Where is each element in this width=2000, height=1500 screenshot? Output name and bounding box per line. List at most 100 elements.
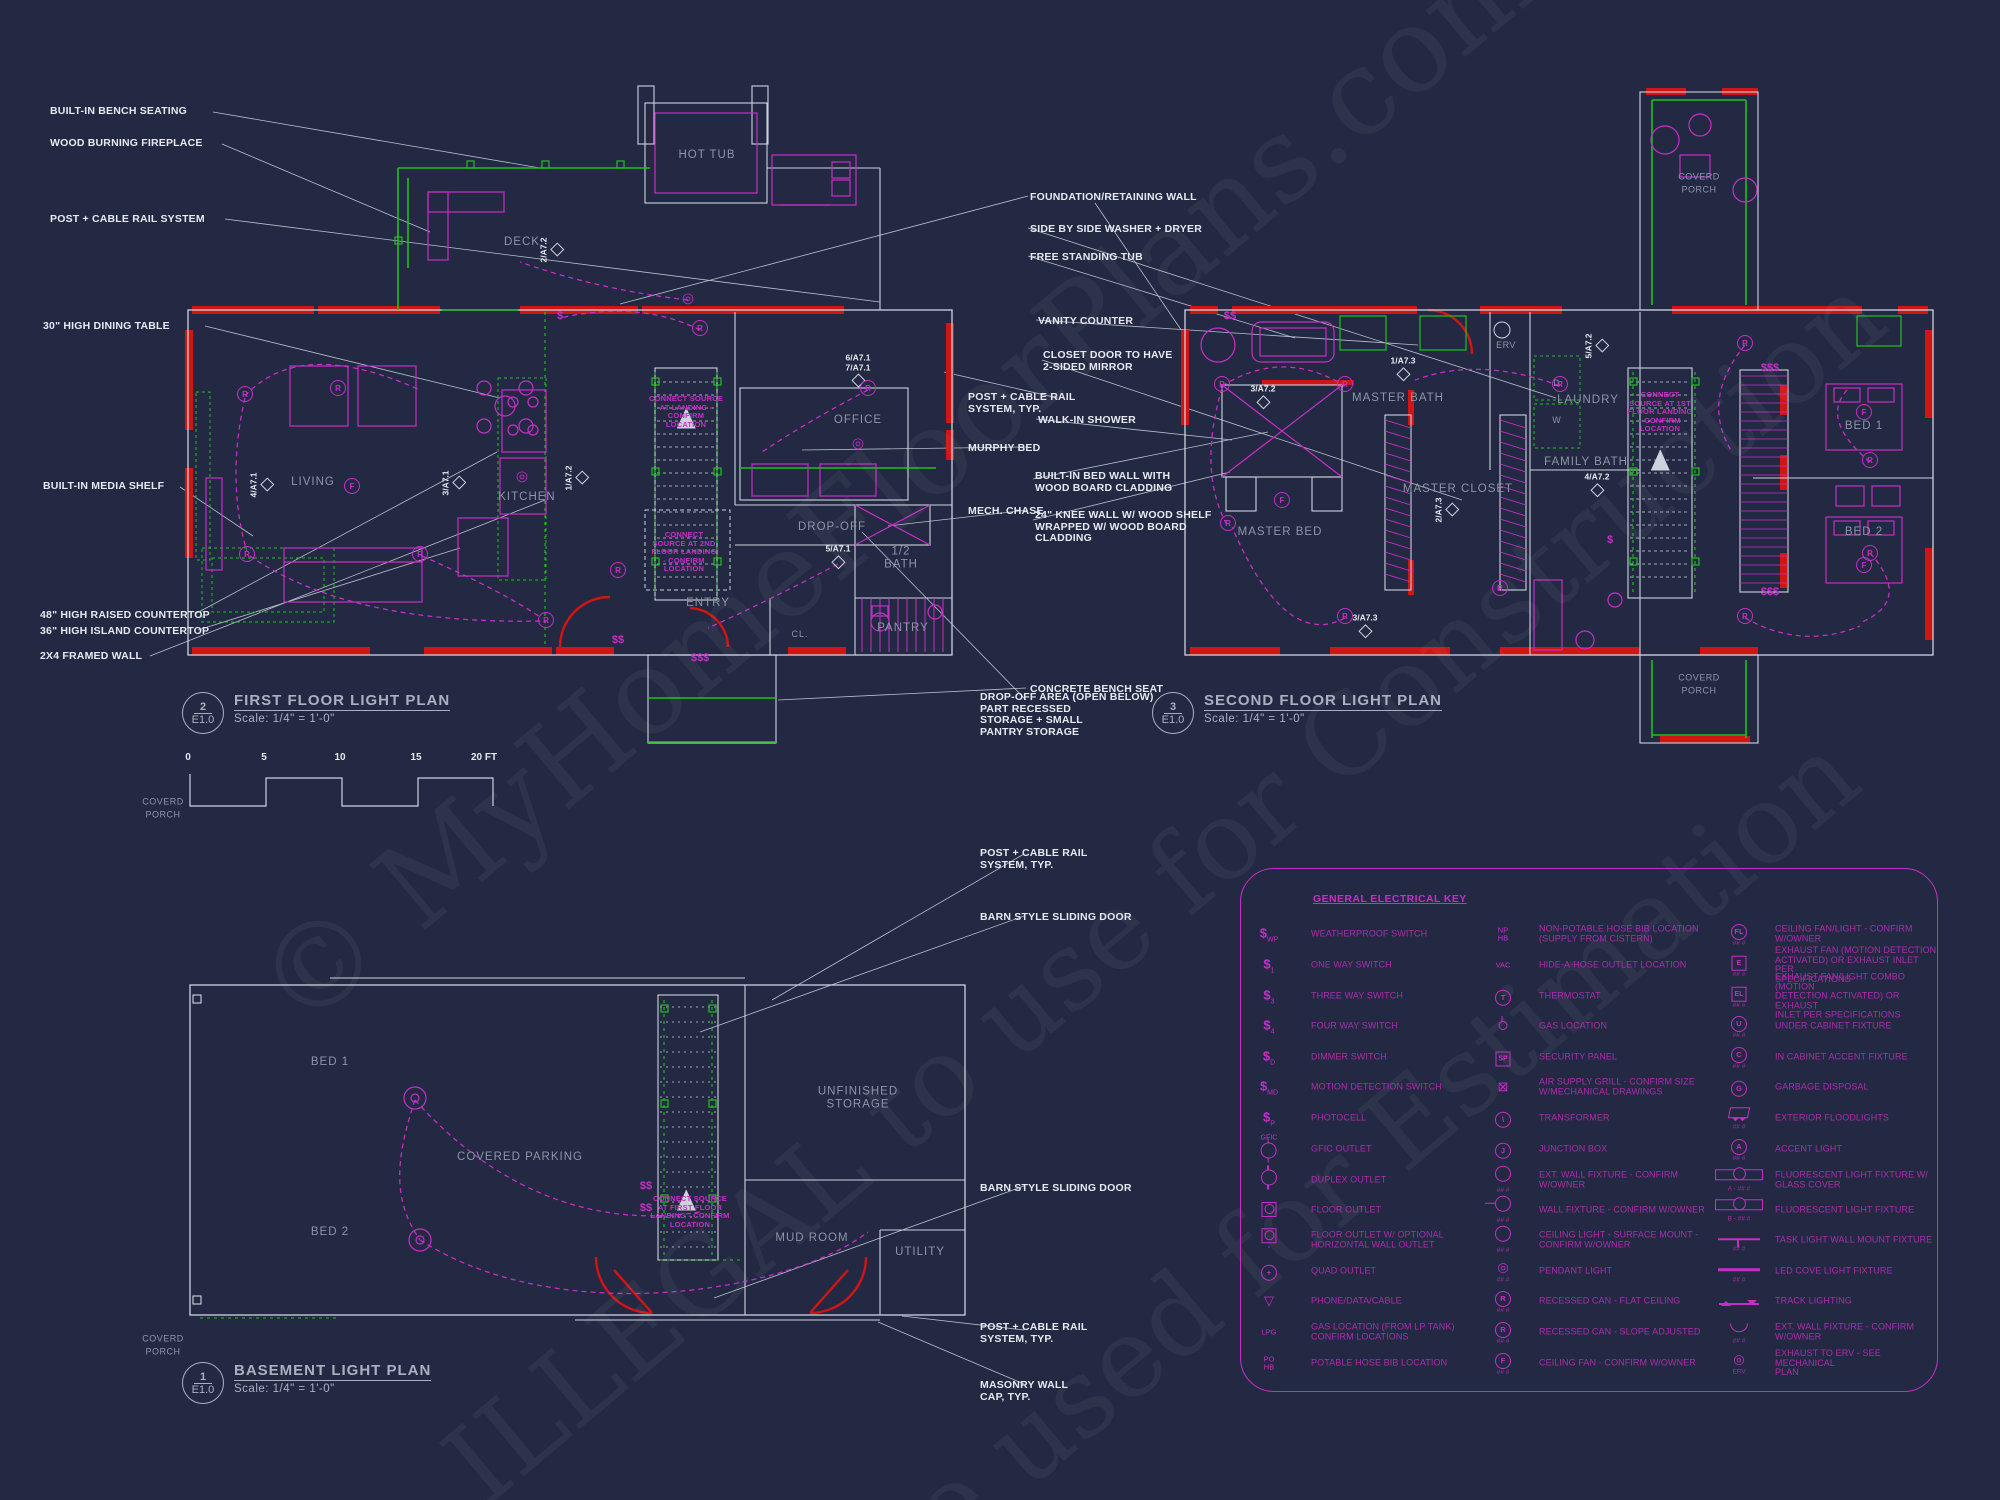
dollar-icon: $ [1259, 925, 1267, 941]
key-label-accent-light: ACCENT LIGHT [1775, 1143, 1843, 1154]
key-label-thermostat: THERMOSTAT [1539, 990, 1601, 1001]
door-swing-red [809, 1269, 849, 1314]
fixture-circle [408, 1228, 432, 1252]
key-symbol-circ-icon: F## # [1495, 1350, 1511, 1376]
square-icon: EL [1731, 986, 1747, 1002]
wiring-arc [419, 1231, 869, 1295]
wiring-arc [421, 555, 541, 618]
closet-hatch [1384, 551, 1412, 561]
circle-icon: J [1495, 1142, 1511, 1159]
door-swing-red [594, 1256, 653, 1315]
basement-plan-title: 1 E1.0 BASEMENT LIGHT PLAN Scale: 1/4" =… [182, 1362, 432, 1404]
closet-hatch [1384, 529, 1412, 539]
closet-hatch [1499, 496, 1527, 506]
furniture [1867, 520, 1895, 536]
gas-icon [1498, 1016, 1508, 1030]
closet-hatch [1499, 452, 1527, 462]
annotation-post-cable-rail: POST + CABLE RAIL SYSTEM, TYP. [980, 1321, 1088, 1345]
circle-icon: R [1495, 1321, 1511, 1338]
annotation-walk-in-shower: WALK-IN SHOWER [1038, 414, 1136, 426]
callout-text: 4/A7.1 [248, 472, 259, 498]
key-symbol-fl-icon: B - ## # [1715, 1197, 1763, 1223]
closet-hatch [1384, 419, 1412, 429]
closet-hatch [1384, 496, 1412, 506]
annotation-masonry-wall: MASONRY WALL CAP, TYP. [980, 1379, 1069, 1403]
viewport-number: 2 [193, 701, 213, 714]
stair-arrow [677, 1189, 696, 1211]
closet-hatch [1384, 573, 1412, 583]
callout-text: 4/A7.2 [1584, 471, 1610, 482]
key-symbol-circ-icon: C## # [1731, 1044, 1747, 1070]
callout-text: 2/A7.2 [538, 237, 549, 263]
lamp-circle [1733, 1197, 1746, 1211]
key-symbol-flood-icon: ## # [1727, 1105, 1751, 1131]
outlet-icon [1260, 1138, 1277, 1163]
room-label-pantry: PANTRY [877, 621, 929, 634]
red-wall [1660, 736, 1750, 743]
callout-diamond-icon [451, 475, 466, 491]
dollar-icon: $ [1263, 987, 1271, 1003]
closet-hatch [1499, 441, 1527, 451]
dollar-icon: $ [1259, 1078, 1268, 1094]
furniture [501, 389, 547, 453]
key-label-recessed-can-flat-ceiling: RECESSED CAN - FLAT CEILING [1539, 1295, 1681, 1306]
red-wall [1262, 380, 1354, 385]
leader-line [877, 1321, 1025, 1385]
symbol-recessed-can: R [1214, 376, 1230, 392]
furniture [289, 365, 349, 427]
key-label-exhaust-fan-motion-detection: EXHAUST FAN (MOTION DETECTION ACTIVATED)… [1775, 945, 1937, 984]
symbol-text: VAC [1495, 960, 1511, 970]
annotation-wood-burning-fireplace: WOOD BURNING FIREPLACE [50, 137, 203, 149]
furniture [654, 112, 758, 194]
key-label-garbage-disposal: GARBAGE DISPOSAL [1775, 1081, 1869, 1092]
closet-hatch [1384, 474, 1412, 484]
key-symbol-outlet-icon: GFIC [1260, 1135, 1277, 1164]
callout-text: 3/A7.2 [1250, 383, 1276, 394]
key-symbol-circ-icon: G [1731, 1078, 1747, 1097]
circle-icon: A [1731, 1138, 1747, 1155]
green-casework [1533, 403, 1581, 449]
door-swing-red [1427, 308, 1474, 355]
room-label-mud-room: MUD ROOM [775, 1231, 849, 1244]
circle-icon [1495, 1225, 1511, 1242]
door-swing-red [689, 606, 730, 648]
leader-line [1035, 319, 1419, 346]
free-standing-tub [1251, 321, 1335, 363]
green-post [541, 160, 550, 169]
wiring-arc [707, 563, 839, 629]
symbol-ceiling-fan: F [1856, 404, 1872, 420]
white-structure [1639, 654, 1759, 744]
stair-connect-note: CONNECT SOURCE AT FIRST FLOOR LANDING - … [650, 1194, 730, 1229]
erv-circle [1493, 321, 1511, 339]
green-post [713, 557, 722, 566]
mount-height-note: ## # [1496, 1368, 1510, 1376]
green-post [466, 160, 475, 169]
key-symbol-circ-icon: R## # [1495, 1319, 1511, 1345]
key-symbol-glyph-icon: ◎## # [1497, 1258, 1510, 1284]
room-label-coverd-porch: COVERD PORCH [1678, 171, 1720, 195]
plan-title-text: SECOND FLOOR LIGHT PLAN [1204, 692, 1442, 711]
key-label-fluorescent-light-fixture-w: FLUORESCENT LIGHT FIXTURE W/ GLASS COVER [1775, 1169, 1928, 1189]
key-label-duplex-outlet: DUPLEX OUTLET [1311, 1174, 1387, 1185]
green-fixture [1419, 315, 1467, 351]
symbol-recessed-can: R [1492, 580, 1508, 596]
green-casework [201, 547, 335, 623]
callout-2-a7-3: 2/A7.3 [1433, 497, 1462, 523]
closet-hatch [1499, 573, 1527, 583]
red-wall [1925, 548, 1933, 640]
callout-text: 5/A7.1 [825, 543, 851, 554]
symbol-recessed-can: R [239, 546, 255, 562]
green-post [1691, 467, 1700, 476]
symbol-text: LPG [1261, 1327, 1277, 1337]
mount-height-note: ## # [1732, 1154, 1746, 1162]
closet-hatch [1499, 540, 1527, 550]
symbol-recessed-can: R [1337, 608, 1353, 624]
dollar-icon: $ [1263, 1109, 1271, 1125]
mount-height-note: * [1267, 1245, 1271, 1253]
circle-icon [1495, 1165, 1511, 1182]
white-structure [1311, 476, 1343, 512]
stair-connect-note: CONNECT SOURCE AT 1ST FLOOR LANDING - CO… [1627, 389, 1693, 433]
white-structure [647, 654, 777, 744]
quad-outlet-icon: + [1261, 1264, 1277, 1281]
mount-height-note: ## # [1496, 1276, 1510, 1284]
